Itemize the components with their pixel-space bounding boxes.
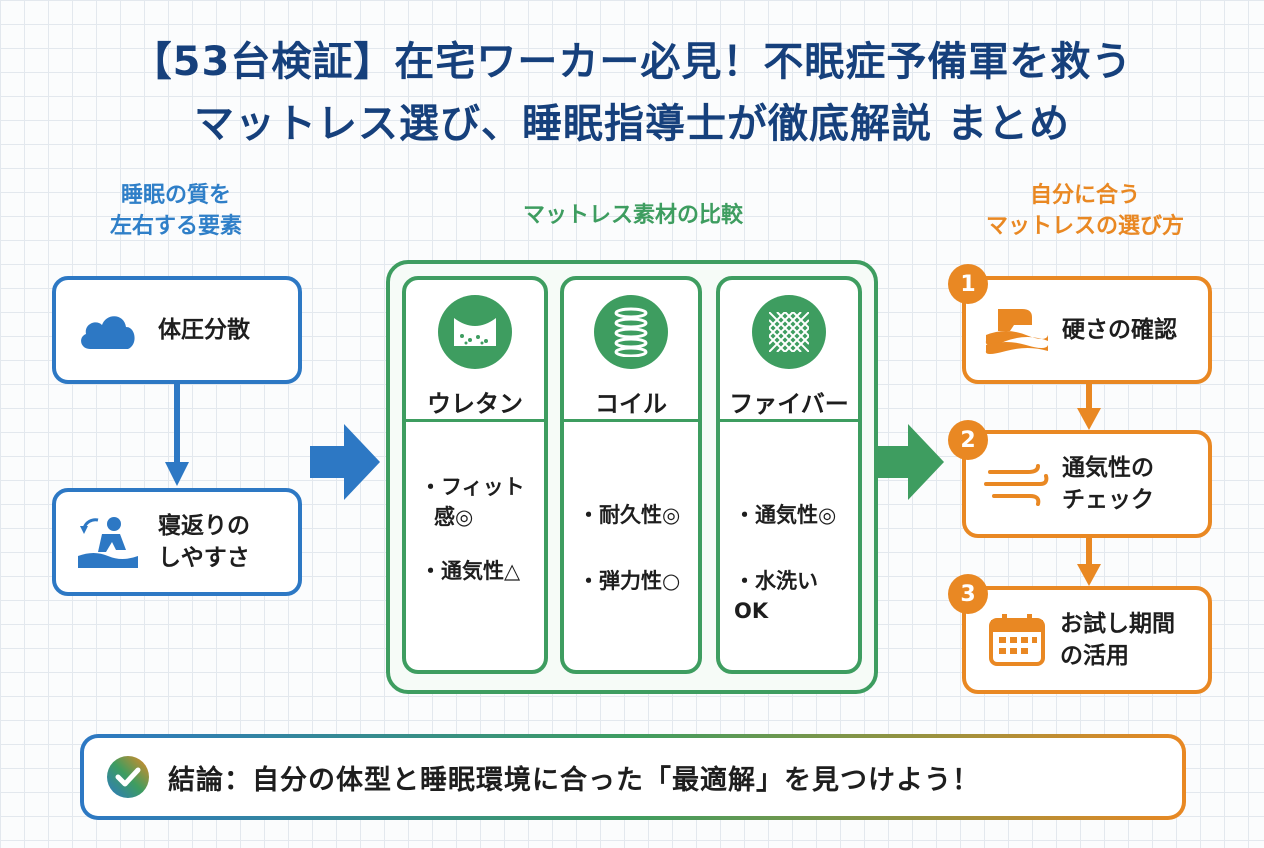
left-heading: 睡眠の質を 左右する要素 — [60, 180, 292, 242]
step-card-3: お試し期間 の活用 — [962, 586, 1212, 694]
material-prop-coil-elasticity: ・弾力性○ — [578, 569, 681, 593]
step-label-2: 通気性の チェック — [1062, 455, 1154, 513]
conclusion-banner: 結論：自分の体型と睡眠環境に合った「最適解」を見つけよう！ — [80, 734, 1186, 820]
left-heading-line-2: 左右する要素 — [109, 214, 242, 239]
step-number-2: 2 — [948, 420, 988, 460]
left-heading-line-1: 睡眠の質を — [120, 183, 231, 208]
step-card-1: 硬さの確認 — [962, 276, 1212, 384]
foam-icon — [438, 295, 512, 369]
material-card-fiber: ファイバー ・通気性◎ ・水洗いOK — [716, 276, 862, 674]
right-arrow-blue — [310, 424, 380, 500]
turning-over-icon — [78, 517, 138, 568]
step-number-3: 3 — [948, 574, 988, 614]
factor-card-pressure: 体圧分散 — [52, 276, 302, 384]
calendar-icon — [989, 614, 1045, 666]
step-number-1: 1 — [948, 264, 988, 304]
material-prop-fiber-breathability: ・通気性◎ — [734, 503, 837, 527]
title-line-1: 【53台検証】在宅ワーカー必見！不眠症予備軍を救う — [131, 39, 1133, 85]
step-label-1: 硬さの確認 — [1062, 317, 1177, 343]
material-card-coil: コイル ・耐久性◎ ・弾力性○ — [560, 276, 702, 674]
conclusion-text: 結論：自分の体型と睡眠環境に合った「最適解」を見つけよう！ — [168, 764, 980, 796]
right-arrow-green — [874, 424, 944, 500]
material-prop-urethane-fit: ・フィット 感◎ — [420, 475, 525, 529]
step-card-2: 通気性の チェック — [962, 430, 1212, 538]
material-name-urethane: ウレタン — [427, 390, 523, 418]
factor-card-rollover: 寝返りの しやすさ — [52, 488, 302, 596]
step-label-3: お試し期間 の活用 — [1060, 611, 1175, 669]
material-name-coil: コイル — [595, 390, 667, 418]
coil-spring-icon — [594, 295, 668, 369]
right-heading-line-1: 自分に合う — [1029, 183, 1140, 208]
down-arrow-left — [165, 384, 189, 486]
airflow-icon — [984, 464, 1049, 506]
right-heading-line-2: マットレスの選び方 — [985, 214, 1184, 239]
down-arrow-step-1 — [1077, 384, 1101, 430]
material-prop-fiber-washable: ・水洗いOK — [734, 569, 818, 623]
down-arrow-step-2 — [1077, 538, 1101, 586]
fiber-mesh-icon — [752, 295, 826, 369]
right-heading: 自分に合う マットレスの選び方 — [940, 180, 1230, 242]
title-line-2: マットレス選び、睡眠指導士が徹底解説 まとめ — [194, 101, 1070, 147]
material-card-urethane: ウレタン ・フィット 感◎ ・通気性△ — [402, 276, 548, 674]
factor-label-pressure: 体圧分散 — [158, 317, 250, 343]
middle-heading: マットレス素材の比較 — [522, 203, 743, 228]
check-circle-icon — [107, 756, 149, 798]
hand-pressing-icon — [985, 309, 1048, 354]
material-prop-urethane-breathability: ・通気性△ — [420, 559, 521, 583]
factor-label-rollover: 寝返りの しやすさ — [158, 513, 250, 571]
cloud-icon — [81, 316, 135, 349]
material-prop-coil-durability: ・耐久性◎ — [578, 503, 681, 527]
material-name-fiber: ファイバー — [729, 390, 849, 418]
